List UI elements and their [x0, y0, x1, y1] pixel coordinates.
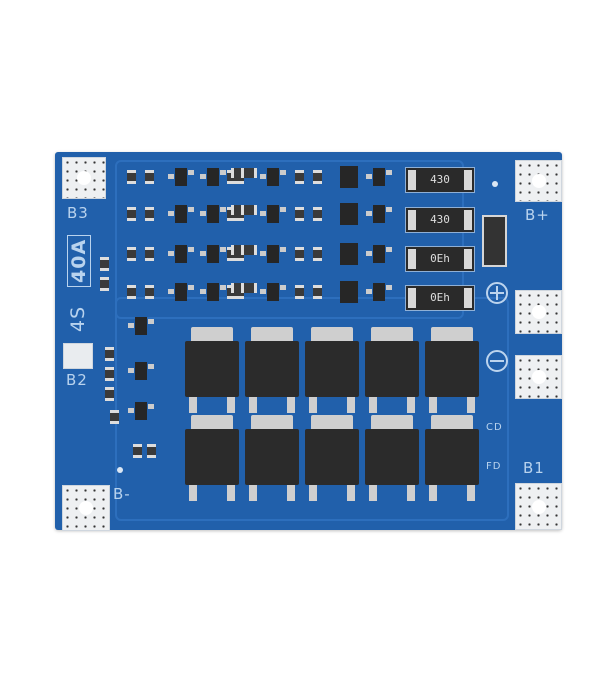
smd-resistor	[145, 247, 154, 261]
label-cell-config: 4S	[67, 305, 89, 332]
pad-b2	[63, 343, 93, 369]
sot23-transistor	[168, 245, 194, 263]
mosfet	[305, 415, 359, 503]
shunt-resistor: 0Eh	[405, 285, 475, 311]
smd-resistor	[127, 207, 136, 221]
smd-resistor	[100, 257, 109, 271]
sot23-transistor	[260, 168, 286, 186]
smd-resistor	[241, 283, 257, 293]
sot23-transistor	[128, 402, 154, 420]
smd-resistor	[133, 444, 142, 458]
mosfet	[425, 415, 479, 503]
smd-resistor	[295, 247, 304, 261]
mosfet	[425, 327, 479, 415]
mosfet	[245, 415, 299, 503]
smd-resistor	[241, 168, 257, 178]
plus-symbol-icon	[486, 282, 508, 304]
bms-protection-board: B3 40A 4S B2 B- B+ B1 CD FD 430 430 0Eh …	[55, 152, 562, 531]
mosfet	[185, 327, 239, 415]
shunt-resistor: 430	[405, 207, 475, 233]
sot23-transistor	[366, 245, 392, 263]
pad-output-minus	[515, 355, 562, 399]
diode	[482, 215, 507, 267]
smd-resistor	[145, 285, 154, 299]
smd-resistor	[110, 410, 119, 424]
pad-b-plus	[515, 160, 562, 202]
mosfet	[365, 327, 419, 415]
label-b3: B3	[67, 204, 89, 222]
smd-resistor	[105, 387, 114, 401]
smd-resistor	[241, 245, 257, 255]
sot23-transistor	[260, 205, 286, 223]
sot23-transistor	[200, 245, 226, 263]
minus-symbol-icon	[486, 350, 508, 372]
sot23-transistor	[366, 283, 392, 301]
sot23-transistor	[128, 317, 154, 335]
sot23-transistor	[260, 245, 286, 263]
smd-resistor	[295, 285, 304, 299]
label-current-rating: 40A	[67, 234, 91, 287]
shunt-resistor: 430	[405, 167, 475, 193]
smd-resistor	[145, 170, 154, 184]
label-cd: CD	[486, 422, 503, 433]
via	[492, 181, 498, 187]
label-b2: B2	[66, 371, 88, 389]
sot23-transistor	[128, 362, 154, 380]
control-ic	[340, 203, 358, 225]
smd-resistor	[313, 170, 322, 184]
smd-resistor	[127, 285, 136, 299]
sot23-transistor	[168, 205, 194, 223]
smd-resistor	[295, 207, 304, 221]
smd-resistor	[127, 247, 136, 261]
pad-output-plus	[515, 290, 562, 334]
copper-trace	[115, 297, 509, 521]
pad-b-minus	[62, 485, 110, 531]
label-b-plus: B+	[525, 206, 550, 224]
smd-resistor	[241, 205, 257, 215]
control-ic	[340, 243, 358, 265]
via	[117, 467, 123, 473]
mosfet	[185, 415, 239, 503]
mosfet	[365, 415, 419, 503]
smd-resistor	[313, 285, 322, 299]
sot23-transistor	[168, 168, 194, 186]
mosfet	[305, 327, 359, 415]
smd-resistor	[313, 207, 322, 221]
copper-trace	[115, 160, 464, 319]
smd-resistor	[100, 277, 109, 291]
smd-resistor	[105, 347, 114, 361]
pad-b3	[62, 157, 106, 199]
smd-resistor	[127, 170, 136, 184]
smd-resistor	[105, 367, 114, 381]
control-ic	[340, 166, 358, 188]
sot23-transistor	[168, 283, 194, 301]
sot23-transistor	[200, 205, 226, 223]
smd-resistor	[295, 170, 304, 184]
sot23-transistor	[366, 168, 392, 186]
smd-resistor	[147, 444, 156, 458]
sot23-transistor	[366, 205, 392, 223]
mosfet	[245, 327, 299, 415]
smd-resistor	[145, 207, 154, 221]
label-fd: FD	[486, 461, 502, 472]
sot23-transistor	[200, 283, 226, 301]
label-b-minus: B-	[113, 485, 131, 503]
sot23-transistor	[200, 168, 226, 186]
sot23-transistor	[260, 283, 286, 301]
smd-resistor	[313, 247, 322, 261]
label-b1: B1	[523, 459, 545, 477]
pad-b1	[515, 483, 562, 530]
control-ic	[340, 281, 358, 303]
shunt-resistor: 0Eh	[405, 246, 475, 272]
